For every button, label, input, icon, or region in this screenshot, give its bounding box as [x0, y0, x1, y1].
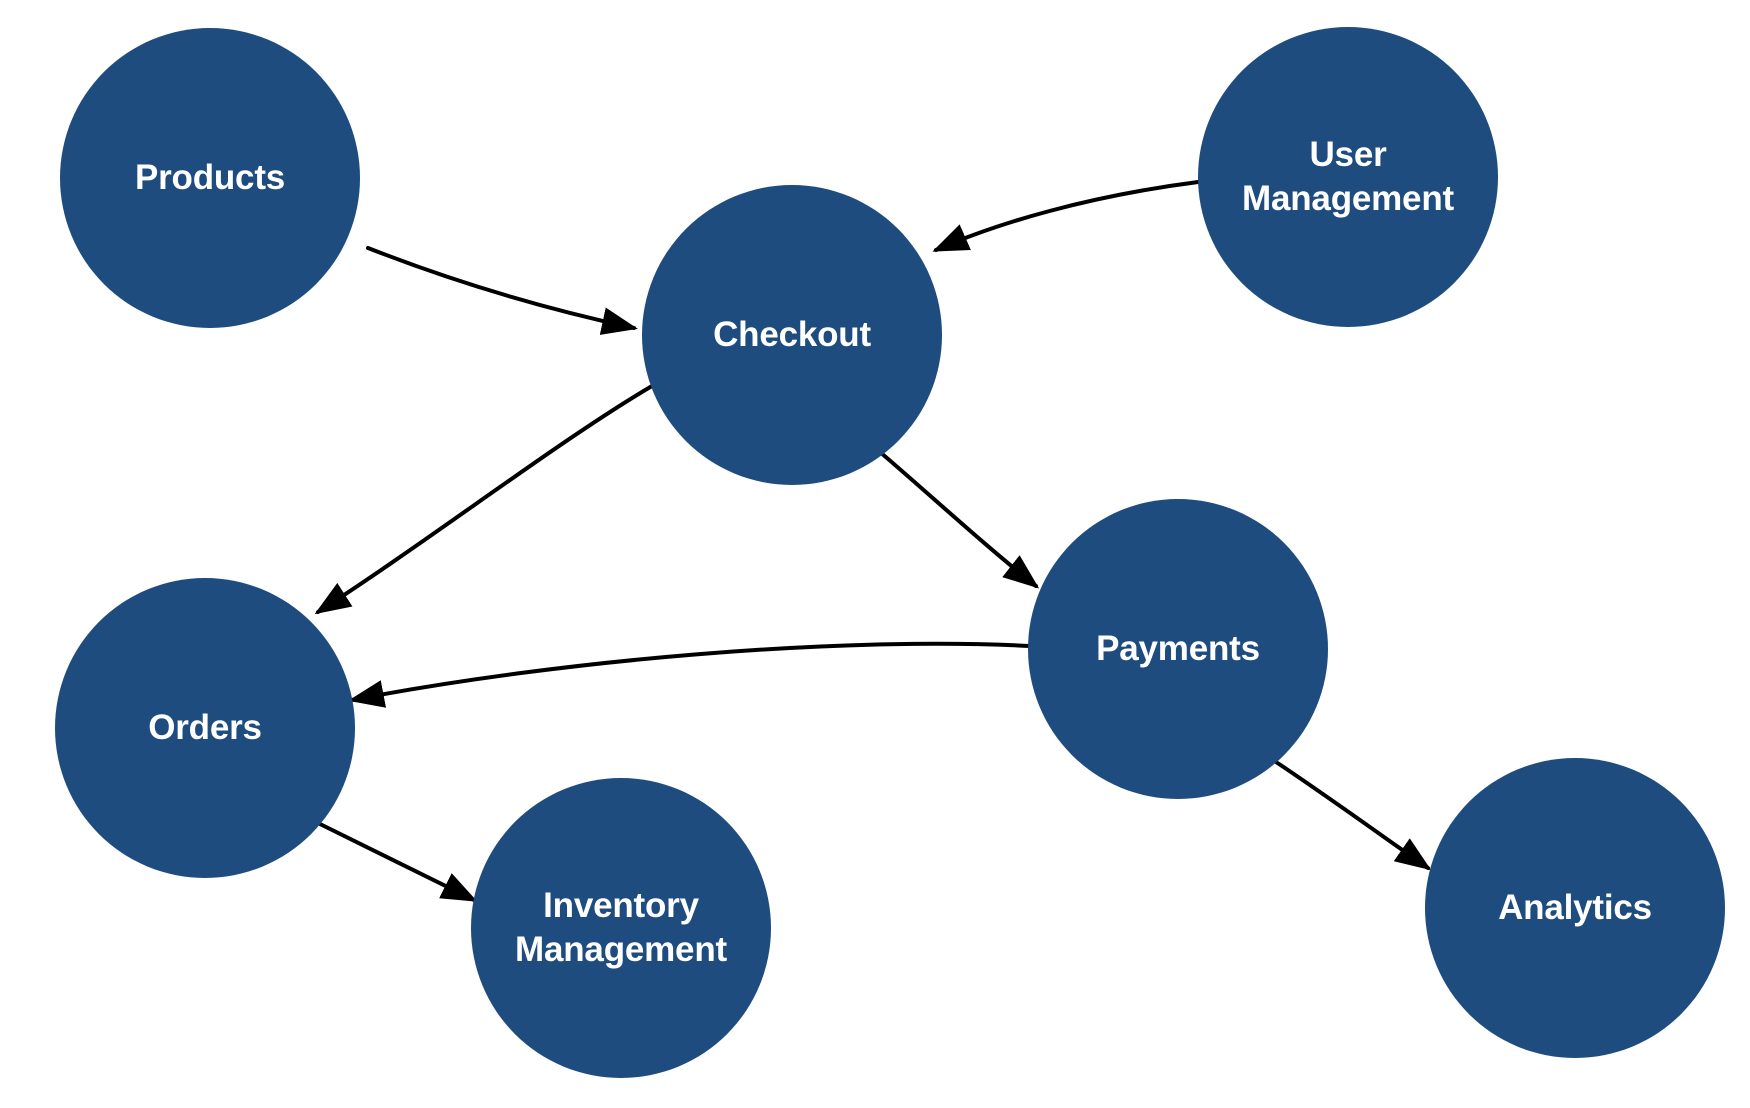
edge-user_mgmt-to-checkout [932, 180, 1200, 252]
node-label-checkout: Checkout [713, 315, 871, 355]
node-orders[interactable]: Orders [55, 578, 355, 878]
node-label-payments: Payments [1096, 629, 1260, 669]
node-inventory[interactable]: Inventory Management [471, 778, 771, 1078]
node-label-user_mgmt: User Management [1242, 135, 1454, 218]
edge-payments-to-orders [348, 641, 1032, 708]
node-user_mgmt[interactable]: User Management [1198, 27, 1498, 327]
node-label-orders: Orders [148, 708, 262, 748]
node-payments[interactable]: Payments [1028, 499, 1328, 799]
edges-group [314, 180, 1432, 902]
edge-payments-to-analytics [1274, 760, 1432, 871]
edge-orders-to-inventory [318, 822, 478, 902]
node-analytics[interactable]: Analytics [1425, 758, 1725, 1058]
node-label-analytics: Analytics [1498, 888, 1652, 928]
node-label-products: Products [134, 158, 286, 198]
edge-checkout-to-orders [314, 384, 654, 615]
edge-checkout-to-payments [878, 450, 1040, 589]
edge-products-to-checkout [366, 246, 638, 335]
node-checkout[interactable]: Checkout [642, 185, 942, 485]
node-products[interactable]: Products [60, 28, 360, 328]
node-label-inventory: Inventory Management [515, 886, 727, 969]
